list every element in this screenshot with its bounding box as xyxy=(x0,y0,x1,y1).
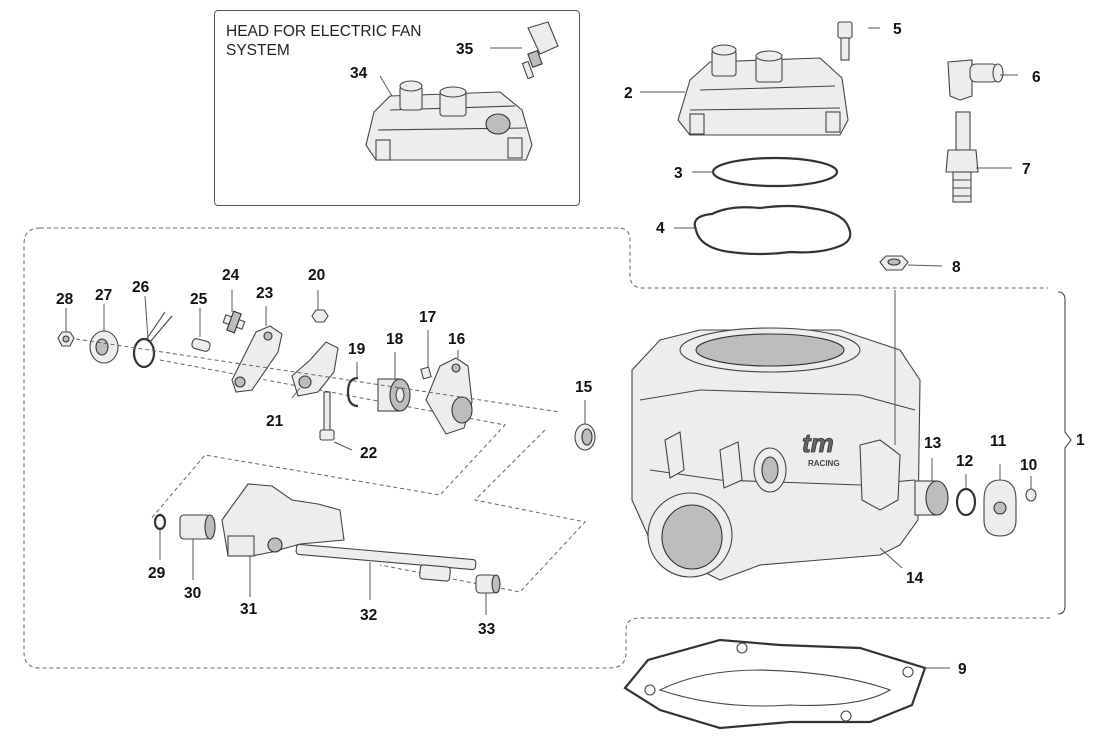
spring-26-part xyxy=(132,311,173,369)
inset-title: HEAD FOR ELECTRIC FAN SYSTEM xyxy=(226,23,422,59)
spark-plug-part xyxy=(945,111,979,203)
valve-cover-part xyxy=(983,479,1017,537)
temperature-sensor-part xyxy=(521,21,559,80)
ring-29-part xyxy=(153,513,167,531)
part-label-7: 7 xyxy=(1022,161,1031,178)
bushing-18-part xyxy=(377,378,411,412)
part-label-9: 9 xyxy=(958,661,967,678)
part-label-28: 28 xyxy=(56,291,74,308)
brand-logo: tm xyxy=(802,428,834,458)
part-label-4: 4 xyxy=(656,220,665,237)
spark-plug-cap-part xyxy=(947,59,1004,101)
seal-15-part xyxy=(574,423,596,451)
part-label-6: 6 xyxy=(1032,69,1041,86)
nut-20-part xyxy=(311,309,329,323)
guide-31-part xyxy=(221,483,345,557)
part-label-30: 30 xyxy=(184,585,201,602)
bolt-22-part xyxy=(319,391,335,441)
base-gasket-part xyxy=(623,638,927,730)
part-label-8: 8 xyxy=(952,259,961,276)
part-label-32: 32 xyxy=(360,607,377,624)
lever-23-part xyxy=(231,325,283,393)
flange-nut-part xyxy=(879,255,909,271)
pin-25-part xyxy=(191,338,211,352)
cylinder-head-part xyxy=(677,44,849,136)
flange-16-part xyxy=(425,357,473,435)
part-label-34: 34 xyxy=(350,65,368,82)
part-label-2: 2 xyxy=(624,85,633,102)
part-label-25: 25 xyxy=(190,291,208,308)
sleeve-30-part xyxy=(179,514,216,540)
part-label-3: 3 xyxy=(674,165,683,182)
cylinder-part: tm RACING xyxy=(631,327,921,581)
part-label-21: 21 xyxy=(266,413,284,430)
o-ring-part xyxy=(711,156,839,188)
part-label-11: 11 xyxy=(990,433,1007,450)
part-label-13: 13 xyxy=(924,435,942,452)
spring-cap-27-part xyxy=(89,330,119,364)
bearing-part xyxy=(914,480,949,516)
part-label-10: 10 xyxy=(1020,457,1037,474)
part-label-14: 14 xyxy=(906,570,924,587)
part-label-27: 27 xyxy=(95,287,112,304)
part-label-20: 20 xyxy=(308,267,325,284)
part-label-12: 12 xyxy=(956,453,973,470)
valve-assembly-group-outline xyxy=(40,227,1048,289)
part-label-33: 33 xyxy=(478,621,496,638)
washer-part xyxy=(1025,488,1037,502)
seal-ring-part xyxy=(955,487,977,517)
fan-cylinder-head-part xyxy=(365,80,533,161)
part-label-35: 35 xyxy=(456,41,474,58)
part-label-24: 24 xyxy=(222,267,240,284)
lever-21-part xyxy=(291,341,339,397)
part-label-1: 1 xyxy=(1076,432,1085,449)
part-label-17: 17 xyxy=(419,309,436,326)
part-label-18: 18 xyxy=(386,331,404,348)
part-label-26: 26 xyxy=(132,279,150,296)
head-bolt-part xyxy=(837,21,853,61)
part-label-22: 22 xyxy=(360,445,377,462)
part-label-23: 23 xyxy=(256,285,274,302)
brand-logo-sub: RACING xyxy=(808,459,840,468)
nut-28-part xyxy=(57,331,75,347)
part-label-31: 31 xyxy=(240,601,258,618)
part-label-29: 29 xyxy=(148,565,166,582)
part-label-19: 19 xyxy=(348,341,366,358)
part-label-5: 5 xyxy=(893,21,902,38)
head-gasket-part xyxy=(693,204,852,256)
circlip-19-part xyxy=(346,376,359,408)
part-label-16: 16 xyxy=(448,331,466,348)
assembly-bracket xyxy=(1057,291,1072,615)
part-label-15: 15 xyxy=(575,379,593,396)
screw-17-part xyxy=(420,366,432,380)
screw-24-part xyxy=(222,310,246,334)
shaft-32-part xyxy=(295,543,477,582)
bushing-33-part xyxy=(475,574,501,594)
